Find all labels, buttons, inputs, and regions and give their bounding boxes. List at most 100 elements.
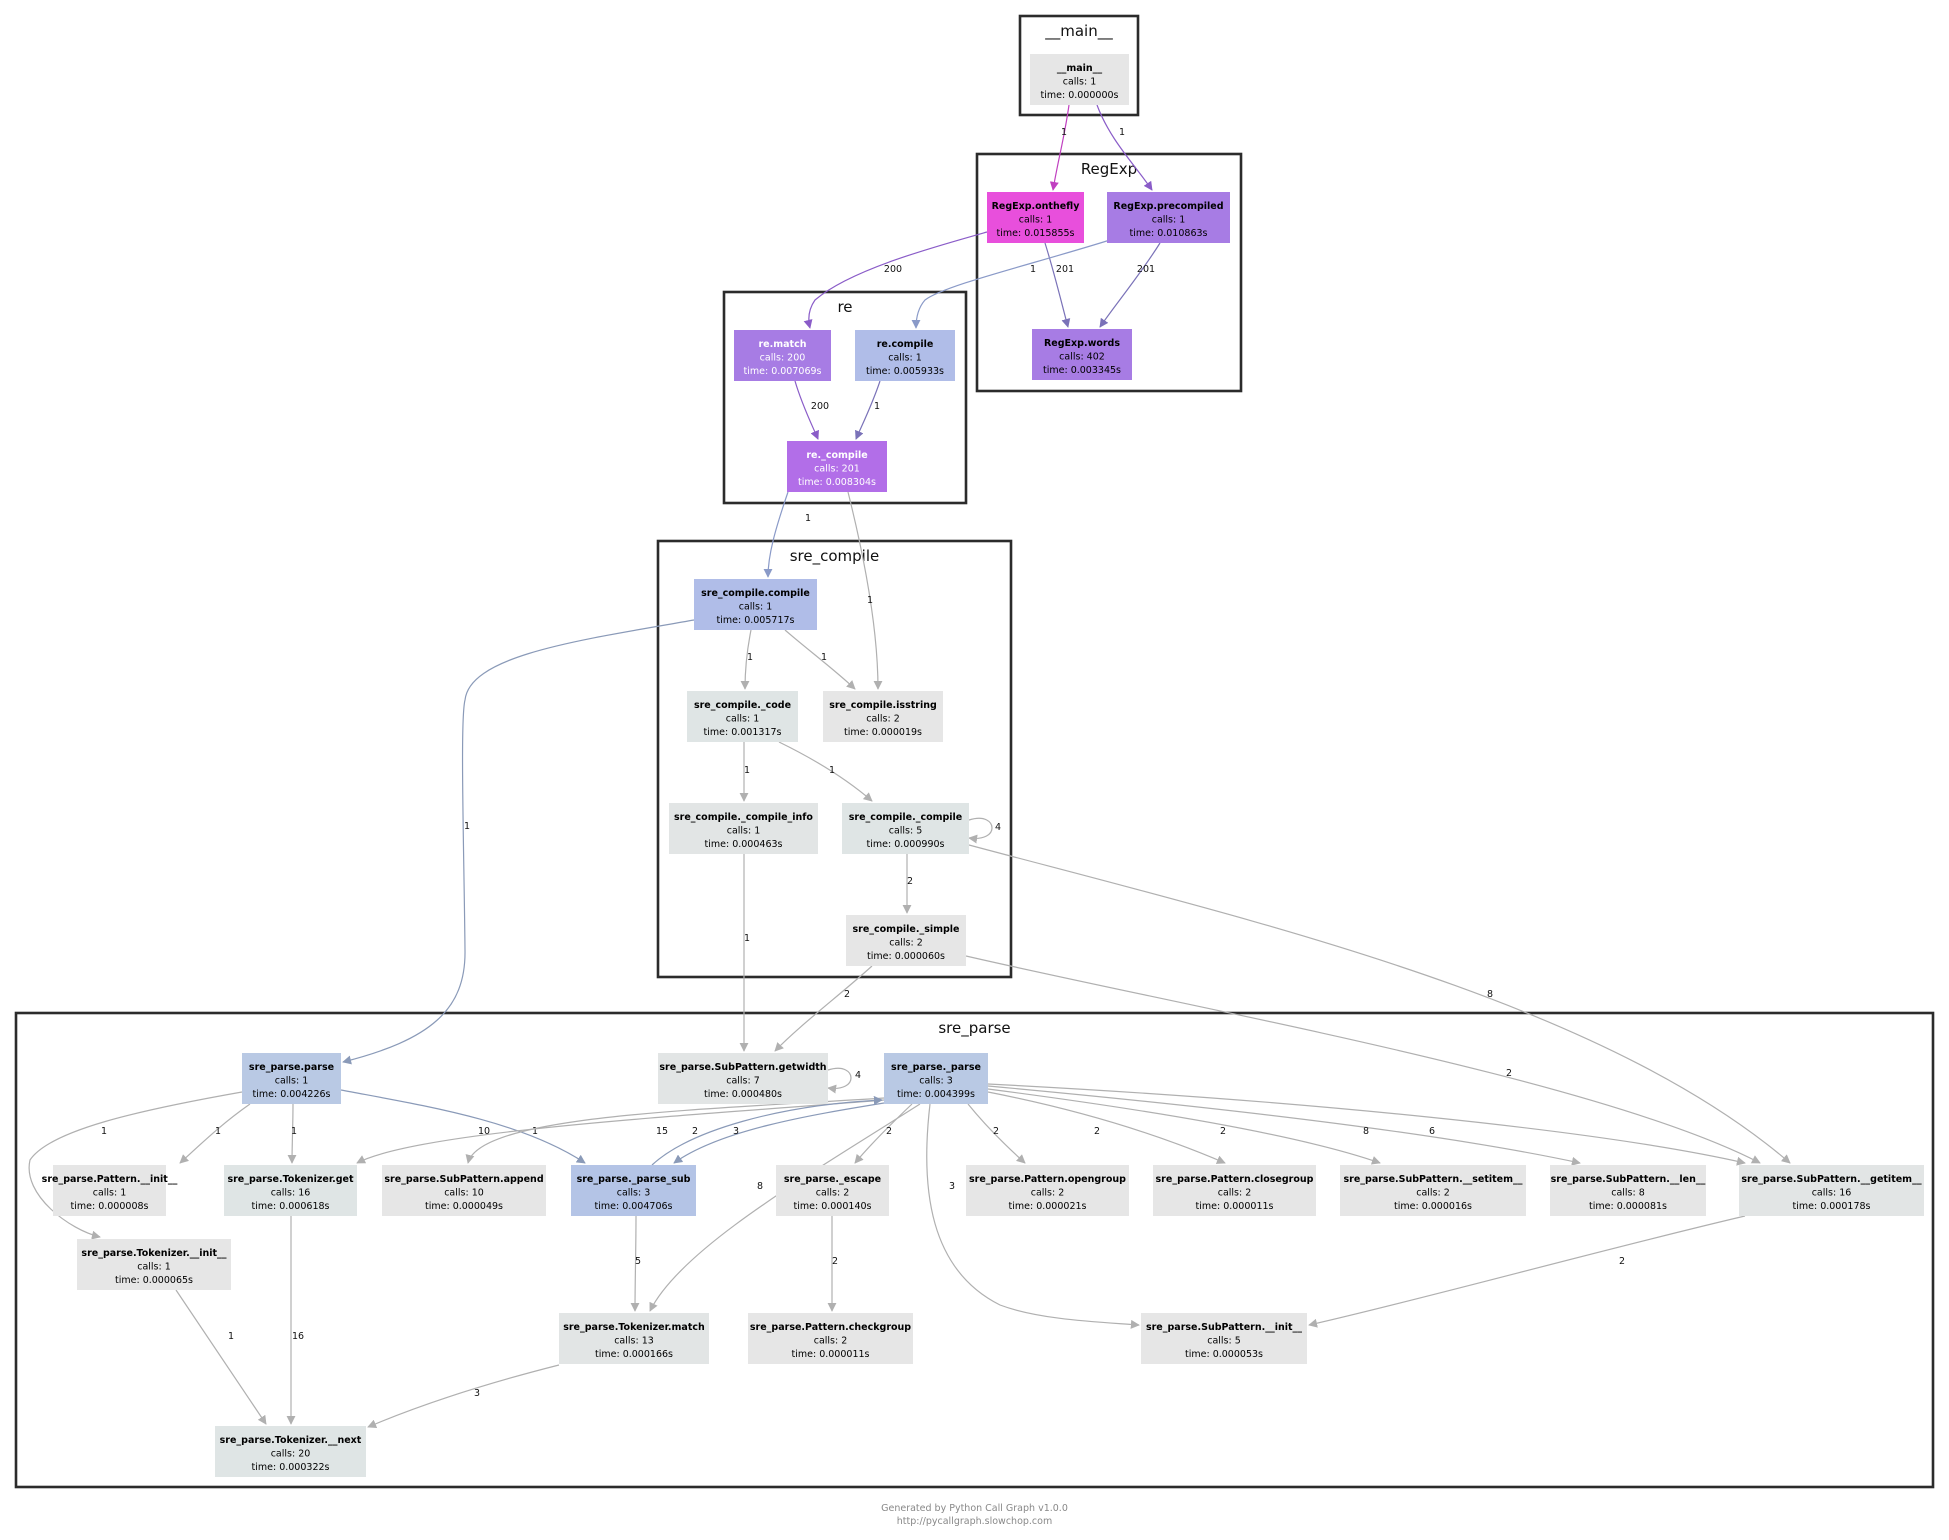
edge-call-count: 200 — [884, 264, 902, 275]
node-time: time: 0.000060s — [867, 951, 945, 962]
edge-path — [854, 1103, 913, 1164]
node-sp-getitem[interactable]: sre_parse.SubPattern.__getitem__calls: 1… — [1739, 1165, 1924, 1216]
node-function-name: sre_parse.Tokenizer.__next — [220, 1435, 362, 1446]
node-box[interactable] — [1030, 54, 1129, 105]
node-box[interactable] — [224, 1165, 357, 1216]
node-box[interactable] — [966, 1165, 1129, 1216]
node-function-name: sre_parse.SubPattern.getwidth — [659, 1062, 826, 1073]
node-time: time: 0.005933s — [866, 366, 944, 377]
edge-path — [287, 1103, 297, 1164]
node-box[interactable] — [694, 579, 817, 630]
node-box[interactable] — [1107, 192, 1230, 243]
node-sp-len[interactable]: sre_parse.SubPattern.__len__calls: 8time… — [1550, 1165, 1706, 1216]
node-box[interactable] — [571, 1165, 696, 1216]
edge-path — [630, 1215, 640, 1312]
node-box[interactable] — [855, 330, 955, 381]
node-function-name: sre_parse.Pattern.__init__ — [42, 1174, 178, 1185]
node-sp-pattern-init[interactable]: sre_parse.Pattern.__init__calls: 1time: … — [42, 1165, 178, 1216]
edge-sp-parse-to-sp-tok-get: 1 — [287, 1103, 297, 1164]
node-box[interactable] — [842, 803, 969, 854]
node-box[interactable] — [658, 1053, 828, 1104]
node-box[interactable] — [382, 1165, 546, 1216]
edge-path — [465, 1097, 885, 1164]
node-sp-setitem[interactable]: sre_parse.SubPattern.__setitem__calls: 2… — [1340, 1165, 1526, 1216]
node-box[interactable] — [987, 192, 1084, 243]
edge-call-count: 1 — [228, 1331, 234, 1342]
edge-call-count: 1 — [744, 765, 750, 776]
node-call-count: calls: 7 — [726, 1076, 760, 1087]
node-box[interactable] — [823, 691, 943, 742]
node-box[interactable] — [1550, 1165, 1706, 1216]
edge-rematch-to-re-compile: 200 — [794, 380, 829, 440]
node-time: time: 0.000011s — [792, 1349, 870, 1360]
node-box[interactable] — [776, 1165, 889, 1216]
node-box[interactable] — [53, 1165, 166, 1216]
node-box[interactable] — [1340, 1165, 1526, 1216]
node-box[interactable] — [884, 1053, 988, 1104]
node-box[interactable] — [687, 691, 798, 742]
edge-path — [987, 1091, 1226, 1164]
node-time: time: 0.000011s — [1196, 1201, 1274, 1212]
node-box[interactable] — [1153, 1165, 1316, 1216]
edge-path — [340, 1089, 586, 1164]
edge-sc-compile-info-to-sp-getwidth: 1 — [739, 854, 750, 1052]
node-call-count: calls: 5 — [889, 826, 923, 837]
node-sp-tok-init[interactable]: sre_parse.Tokenizer.__init__calls: 1time… — [77, 1239, 231, 1290]
node-box[interactable] — [559, 1313, 709, 1364]
node-time: time: 0.005717s — [717, 615, 795, 626]
node-call-count: calls: 1 — [1063, 77, 1097, 88]
node-box[interactable] — [846, 915, 966, 966]
node-box[interactable] — [1739, 1165, 1924, 1216]
node-box[interactable] — [1032, 329, 1132, 380]
node-box[interactable] — [1141, 1313, 1307, 1364]
node-call-count: calls: 1 — [888, 353, 922, 364]
footer-url-link[interactable]: http://pycallgraph.slowchop.com — [896, 1516, 1053, 1527]
node-box[interactable] — [787, 441, 887, 492]
node-box[interactable] — [242, 1053, 341, 1104]
node-call-count: calls: 402 — [1059, 352, 1105, 363]
node-function-name: sre_parse.Pattern.closegroup — [1156, 1174, 1314, 1185]
cluster-re: re — [722, 290, 968, 505]
edge-path — [911, 239, 1111, 329]
node-time: time: 0.015855s — [997, 228, 1075, 239]
node-sp-sp-init[interactable]: sre_parse.SubPattern.__init__calls: 5tim… — [1141, 1313, 1307, 1364]
node-box[interactable] — [215, 1426, 366, 1477]
edge-call-count: 8 — [757, 1181, 763, 1192]
edge-call-count: 200 — [811, 401, 829, 412]
edge-recompile-to-re-compile: 1 — [855, 380, 881, 440]
node-box[interactable] — [77, 1239, 231, 1290]
node-time: time: 0.000618s — [252, 1201, 330, 1212]
edge-path — [987, 1083, 1746, 1166]
node-time: time: 0.000016s — [1394, 1201, 1472, 1212]
node-box[interactable] — [734, 330, 831, 381]
node-time: time: 0.001317s — [704, 727, 782, 738]
node-box[interactable] — [748, 1313, 913, 1364]
node-box[interactable] — [669, 803, 818, 854]
